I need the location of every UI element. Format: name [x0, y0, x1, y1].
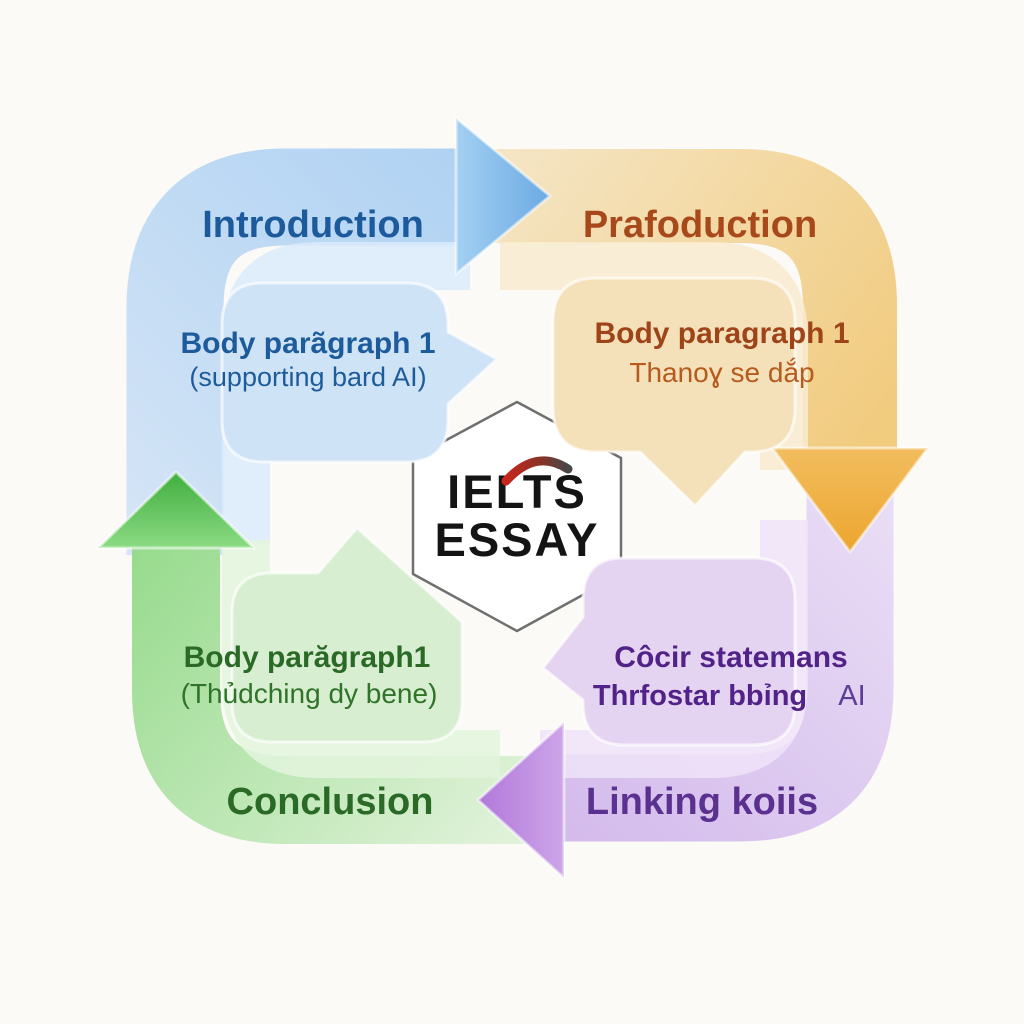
conclusion-speech-bubble [230, 525, 464, 744]
introduction-speech-bubble [220, 281, 500, 464]
introduction-bubble-line1: Body parãgraph 1 [180, 327, 435, 360]
green-arrowhead-up-icon [96, 470, 256, 550]
orange-arrowhead-down-icon [770, 446, 930, 554]
blue-flow-band [126, 148, 462, 555]
green-flow-band [132, 520, 560, 844]
blue-arrowhead-right-icon [454, 116, 552, 276]
introduction-bubble-line2: (supporting bard AI) [189, 362, 426, 392]
purple-flow-band [548, 470, 894, 842]
orange-flow-band [470, 149, 897, 452]
prafoduction-bubble-line2: Thanoɣ se dắp [629, 357, 814, 388]
linking-label: Linking koiis [586, 781, 818, 823]
logo-line2: ESSAY [434, 513, 599, 566]
prafoduction-speech-bubble [551, 276, 797, 509]
purple-arrowhead-left-icon [476, 720, 566, 880]
conclusion-label: Conclusion [227, 781, 434, 823]
linking-bubble-line1: Côcir statemans [614, 641, 847, 674]
prafoduction-bubble-line1: Body paragraph 1 [594, 317, 849, 350]
logo-swoosh-arc-icon [501, 456, 573, 486]
prafoduction-label: Prafoduction [583, 204, 817, 246]
conclusion-bubble-line2: (Thủdching dy bene) [181, 678, 438, 709]
introduction-label: Introduction [202, 204, 424, 246]
conclusion-bubble-line1: Body parăgraph1 [184, 641, 431, 674]
linking-bubble-line2-suffix: AI [838, 680, 865, 712]
linking-bubble-line2: Thrfostar bbỉng [593, 680, 807, 712]
linking-speech-bubble [540, 556, 797, 747]
